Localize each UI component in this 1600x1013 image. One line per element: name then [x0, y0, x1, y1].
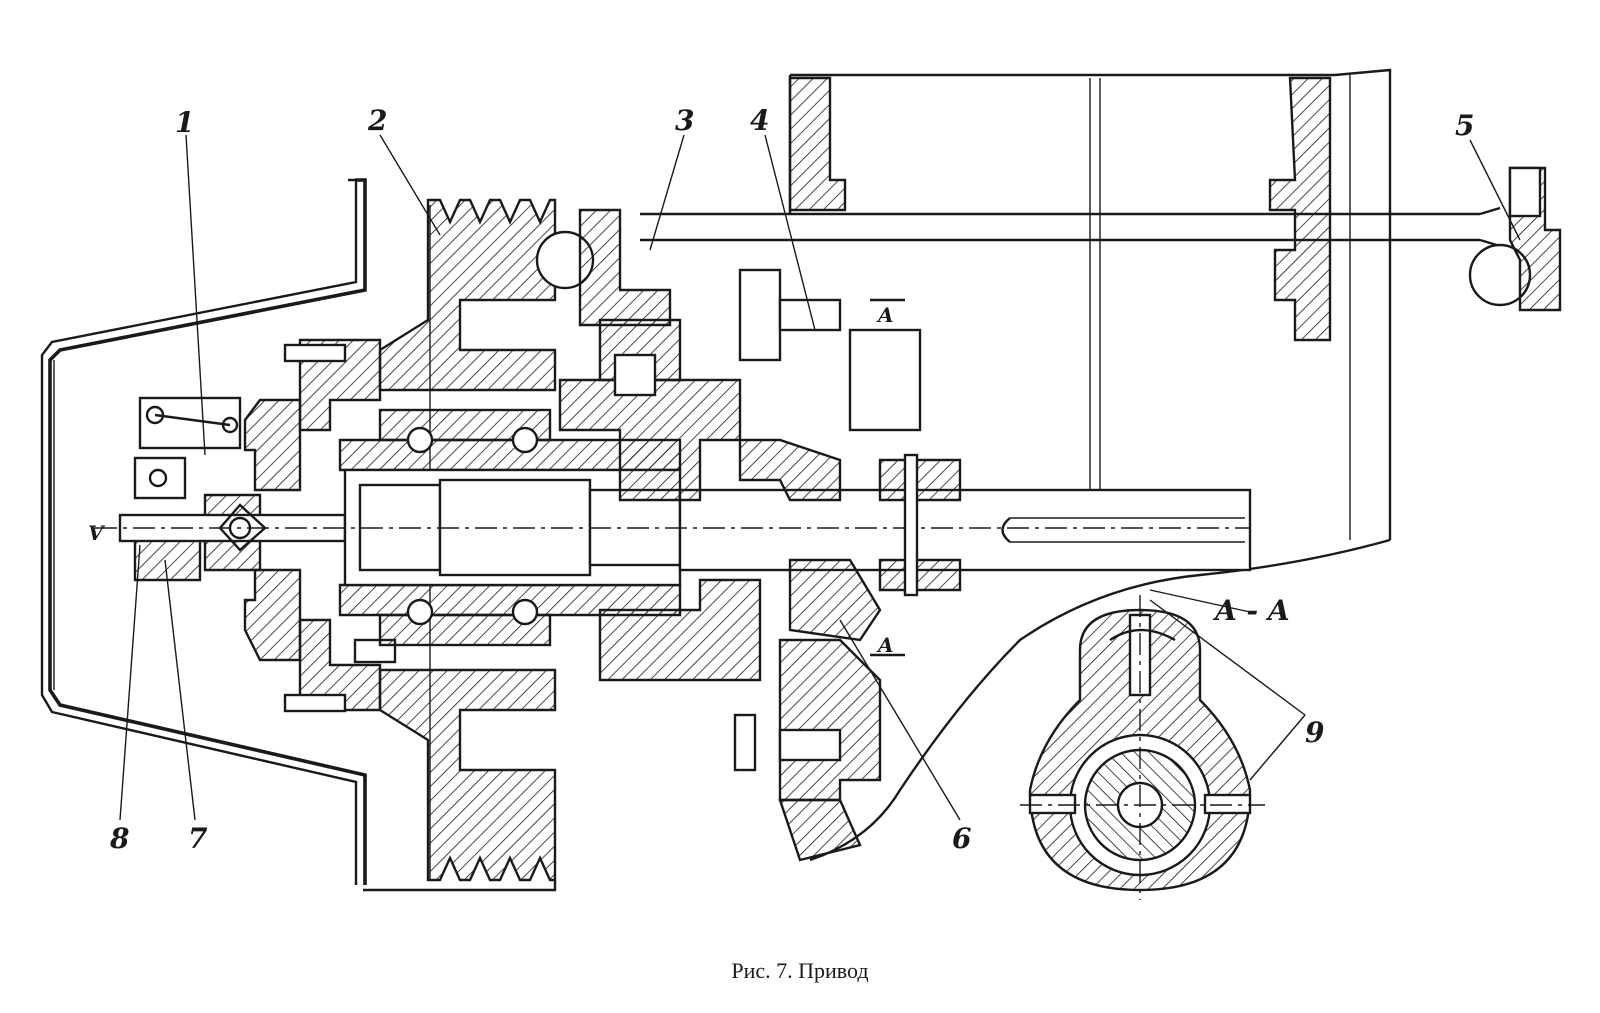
section-marker-top: A — [876, 303, 894, 327]
machine-frame — [788, 68, 1392, 862]
label-9: 9 — [1305, 716, 1324, 749]
section-marker-bottom: A — [876, 633, 894, 657]
lever-assembly — [133, 396, 262, 582]
label-3: 3 — [675, 104, 694, 137]
gear-housing — [535, 208, 962, 862]
figure-caption: Рис. 7. Привод — [731, 958, 868, 983]
belt-guard — [40, 178, 367, 885]
label-5: 5 — [1455, 109, 1474, 142]
label-7: 7 — [188, 822, 208, 855]
section-a-a-view — [1020, 595, 1265, 900]
label-8: 8 — [109, 822, 129, 855]
clutch-housing — [243, 338, 397, 713]
label-1: 1 — [175, 106, 194, 139]
v-belt-pulley — [363, 198, 557, 892]
main-shaft — [95, 408, 1252, 647]
label-4: 4 — [750, 104, 769, 137]
label-6: 6 — [952, 822, 971, 855]
section-title: A - A — [1212, 594, 1290, 627]
label-2: 2 — [367, 104, 387, 137]
leader-lines — [119, 134, 1521, 821]
part-labels: 1 2 3 4 5 6 7 8 9 V A A A - A — [88, 104, 1474, 855]
tie-rod — [640, 166, 1562, 312]
label-v: V — [88, 521, 106, 545]
